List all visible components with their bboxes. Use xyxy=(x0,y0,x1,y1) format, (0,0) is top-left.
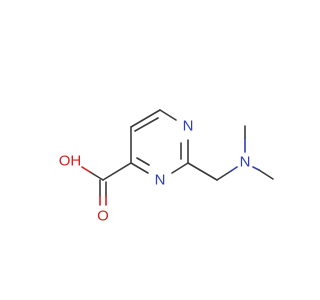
bond-c2-n3 xyxy=(171,162,189,174)
bonds xyxy=(81,109,274,206)
bond-c4-ccarboxyl xyxy=(102,162,132,181)
bond-c6-n1 xyxy=(159,109,177,121)
bond-n-part xyxy=(230,166,238,172)
atom-o: O xyxy=(97,208,109,225)
bond-c4-n3-inner xyxy=(136,157,150,166)
atom-n1: N xyxy=(183,118,194,135)
bond-c6-c5-inner xyxy=(134,117,159,132)
bond-me-right xyxy=(258,169,274,180)
bond-oh-part xyxy=(81,166,91,173)
atom-n3: N xyxy=(155,172,166,189)
bond-n-me-right xyxy=(252,166,260,171)
atom-oh: OH xyxy=(59,153,82,170)
structure-diagram: N N N OH O xyxy=(59,109,274,225)
bond-ccarboxyl-oh xyxy=(89,171,104,181)
atom-n-amine: N xyxy=(240,154,251,171)
bond-ch2-n xyxy=(216,170,232,181)
bond-c6-c5 xyxy=(130,109,161,128)
atom-labels: N N N OH O xyxy=(59,118,251,225)
bond-c2-ch2 xyxy=(187,162,218,181)
bond-c4-n3-a xyxy=(130,162,149,174)
